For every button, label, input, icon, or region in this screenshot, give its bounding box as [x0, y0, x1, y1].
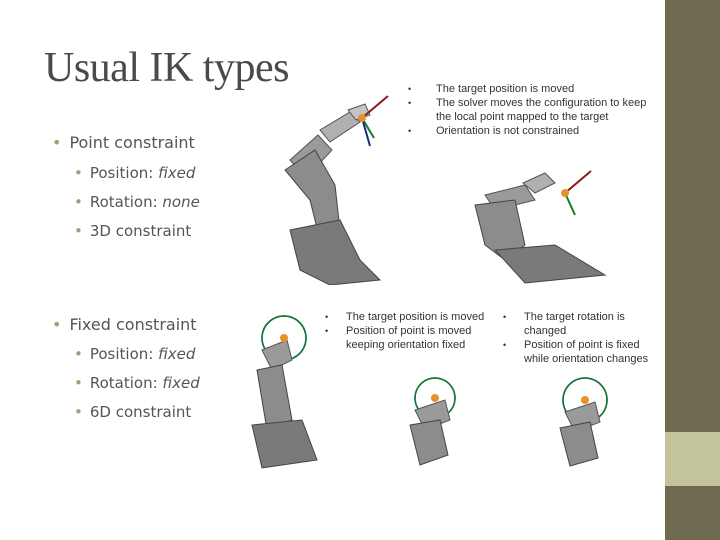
fixed-dof-item: •6D constraint: [74, 403, 192, 421]
robot-arm-image-1: [284, 95, 389, 285]
robot-arm-image-3: [251, 315, 318, 469]
point-rotation-item: •Rotation: none: [74, 193, 200, 211]
fixed-notes-left: •The target position is moved •Position …: [325, 311, 485, 351]
slide-title: Usual IK types: [44, 45, 289, 91]
point-position-item: •Position: fixed: [74, 164, 196, 182]
point-notes: •The target position is moved •The solve…: [408, 83, 647, 137]
fixed-constraint-heading: •Fixed constraint: [52, 315, 197, 334]
robot-arm-image-5: [559, 377, 608, 467]
point-constraint-heading: •Point constraint: [52, 133, 195, 152]
robot-arm-image-4: [409, 377, 456, 466]
sidebar-accent-bar: [665, 432, 720, 486]
point-dof-item: •3D constraint: [74, 222, 192, 240]
fixed-rotation-item: •Rotation: fixed: [74, 374, 200, 392]
fixed-notes-right: •The target rotation is changed •Positio…: [503, 311, 649, 365]
robot-arm-image-2: [474, 170, 607, 284]
fixed-position-item: •Position: fixed: [74, 345, 196, 363]
